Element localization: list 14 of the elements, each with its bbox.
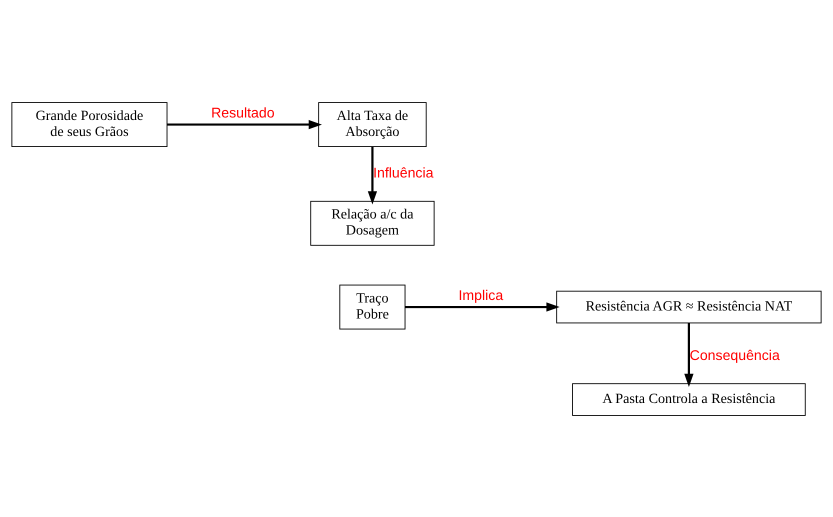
arrow bbox=[684, 322, 694, 387]
node-box: Grande Porosidade de seus Grãos bbox=[11, 102, 168, 147]
node-box: Relação a/c da Dosagem bbox=[310, 200, 435, 246]
node-box: A Pasta Controla a Resistência bbox=[572, 382, 806, 416]
edge-label: Implica bbox=[458, 286, 504, 302]
edge-label: Consequência bbox=[690, 346, 780, 362]
node-box: Alta Taxa de Absorção bbox=[318, 102, 427, 147]
edge-label: Resultado bbox=[211, 104, 275, 120]
node-box: Resistência AGR ≈ Resistência NAT bbox=[556, 290, 822, 323]
node-box: Traço Pobre bbox=[339, 284, 406, 330]
arrow bbox=[167, 119, 322, 129]
arrow bbox=[405, 302, 560, 312]
edge-label: Influência bbox=[373, 164, 434, 180]
arrow bbox=[368, 146, 378, 204]
